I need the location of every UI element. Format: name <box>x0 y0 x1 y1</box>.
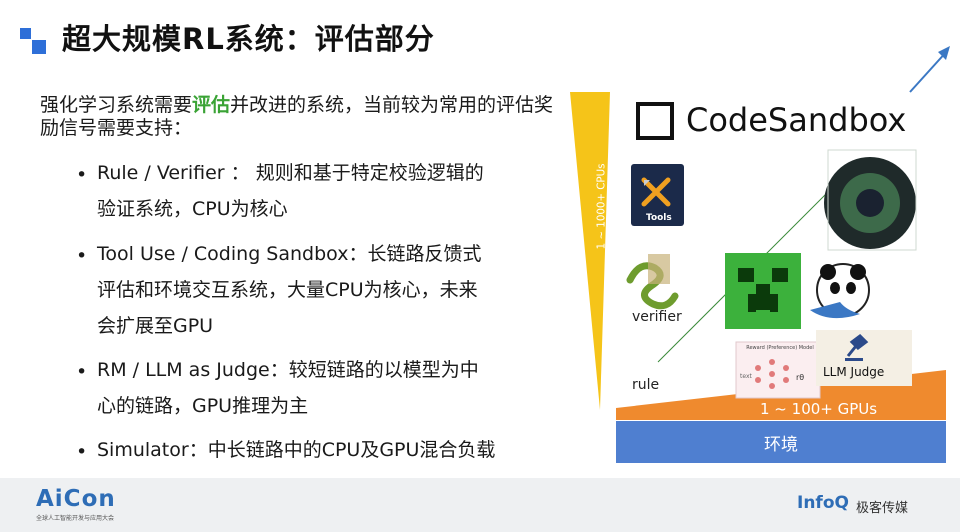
bullet-line: 会扩展至GPU <box>97 315 214 337</box>
title-logo-icon <box>20 28 46 54</box>
intro-after: 并改进的系统，当前较为常用的评估奖励信号需要支持： <box>40 94 554 139</box>
intro-paragraph: 强化学习系统需要评估并改进的系统，当前较为常用的评估奖励信号需要支持： <box>40 94 560 140</box>
gavel-icon <box>846 334 869 357</box>
aicon-logo: AiCon <box>36 486 116 512</box>
bullet-tool-use: Tool Use / Coding Sandbox：长链路反馈式 评估和环境交互… <box>97 236 557 344</box>
rm-symbol: rθ <box>796 373 805 382</box>
verifier-snake-icon <box>626 262 679 310</box>
page-title: 超大规模RL系统：评估部分 <box>62 22 435 56</box>
reward-model-card <box>735 341 821 399</box>
cpu-scale-triangle <box>570 92 610 410</box>
rule-label: rule <box>632 377 660 393</box>
bullet-line: Rule / Verifier ： 规则和基于特定校验逻辑的 <box>97 162 484 184</box>
bullet-rm-llm-judge: RM / LLM as Judge：较短链路的以模型为中 心的链路，GPU推理为… <box>97 352 557 424</box>
intro-before: 强化学习系统需要 <box>40 94 193 116</box>
bullet-line: 评估和环境交互系统，大量CPU为核心，未来 <box>97 279 478 301</box>
verifier-label: verifier <box>632 309 682 325</box>
bullet-line: Simulator：中长链路中的CPU及GPU混合负载 <box>97 439 496 461</box>
rm-text: text <box>740 373 752 380</box>
infoq-logo: InfoQ <box>797 493 849 513</box>
arrow-head-icon <box>938 46 950 60</box>
bullet-line: RM / LLM as Judge：较短链路的以模型为中 <box>97 359 479 381</box>
codesandbox-icon <box>636 102 674 140</box>
bullet-dot: • <box>76 441 88 463</box>
cpu-axis-text: 1 ~ 1000+ CPUs <box>596 164 608 250</box>
cpu-axis-label: 1 ~ 1000+ CPUs <box>596 164 608 250</box>
footer-bar <box>0 478 960 532</box>
bullet-line: 心的链路，GPU推理为主 <box>97 395 309 417</box>
codesandbox-label: CodeSandbox <box>686 101 907 139</box>
environment-bar <box>616 421 946 463</box>
bullet-dot: • <box>76 164 88 186</box>
rm-title: Reward (Preference) Model <box>746 345 814 351</box>
bullet-dot: • <box>76 361 88 383</box>
aicon-subtitle: 全球人工智能开发与应用大会 <box>36 515 115 522</box>
bullet-dot: • <box>76 245 88 267</box>
geek-media-logo: 极客传媒 <box>856 501 909 516</box>
bullet-line: Tool Use / Coding Sandbox：长链路反馈式 <box>97 243 482 265</box>
scaling-diagram <box>570 46 950 420</box>
bullet-line: 验证系统，CPU为核心 <box>97 198 288 220</box>
bullet-rule-verifier: Rule / Verifier ： 规则和基于特定校验逻辑的 验证系统，CPU为… <box>97 155 557 227</box>
tools-label: Tools <box>646 213 672 223</box>
bullet-simulator: Simulator：中长链路中的CPU及GPU混合负载 <box>97 432 557 468</box>
llm-judge-label: LLM Judge <box>823 365 885 379</box>
gpu-axis-label: 1 ~ 100+ GPUs <box>760 400 878 418</box>
intro-highlight: 评估 <box>192 94 231 116</box>
environment-label: 环境 <box>764 435 798 455</box>
trend-arrow-line <box>909 49 949 93</box>
